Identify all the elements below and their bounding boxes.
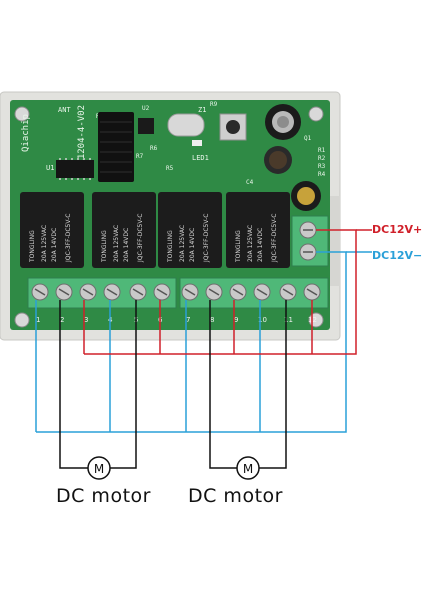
- terminal-screw-11[interactable]: [279, 283, 297, 301]
- terminal-screw-5[interactable]: [129, 283, 147, 301]
- terminal-number: 10: [258, 316, 267, 324]
- dc12v-positive-label: DC12V+: [372, 223, 422, 236]
- ic-chip: [56, 158, 94, 180]
- terminal-number: 8: [210, 316, 214, 324]
- motor-1: M DC motor: [56, 456, 151, 507]
- motor-symbol-circle: [87, 456, 111, 480]
- misc-label: R9: [210, 101, 218, 108]
- misc-label: R5: [166, 165, 174, 172]
- terminal-screw-9[interactable]: [229, 283, 247, 301]
- motor-2-wire-a: [209, 300, 237, 469]
- terminal-screw-6[interactable]: [153, 283, 171, 301]
- capacitor-small: [291, 181, 321, 211]
- terminal-number: 1: [36, 316, 40, 324]
- misc-label: R7: [136, 153, 144, 160]
- relay-model: JQC-3FF-DC5V-C: [137, 214, 144, 263]
- relay-brand: TONGLING: [101, 230, 108, 263]
- terminal-screw-10[interactable]: [253, 283, 271, 301]
- relay-1: TONGLING 20A 125VAC 20A 14VDC JQC-3FF-DC…: [20, 192, 84, 268]
- motor-2-wire-b: [259, 300, 287, 469]
- motor-label: DC motor: [56, 485, 151, 507]
- terminal-screw-3[interactable]: [79, 283, 97, 301]
- terminal-screw-4[interactable]: [103, 283, 121, 301]
- terminal-number: 11: [284, 316, 293, 324]
- relay-rating: 20A 14VDC: [189, 228, 196, 262]
- relay-rating: 20A 125VAC: [41, 225, 48, 262]
- relay-brand: TONGLING: [235, 230, 242, 263]
- led-label: LED1: [192, 154, 209, 162]
- terminal-number: 9: [234, 316, 238, 324]
- relay-rating: 20A 14VDC: [257, 228, 264, 262]
- terminal-screw-8[interactable]: [205, 283, 223, 301]
- ic-label: U1: [46, 164, 54, 172]
- negative-bus-wire: [36, 251, 347, 433]
- relay-model: JQC-3FF-DC5V-C: [271, 214, 278, 263]
- terminal-screw-7[interactable]: [181, 283, 199, 301]
- model-label: KR1204-4-V02: [77, 105, 87, 170]
- inductor: [264, 146, 292, 174]
- misc-label: R2: [318, 155, 326, 162]
- learn-push-button[interactable]: [219, 113, 247, 141]
- power-terminal-positive[interactable]: [299, 221, 317, 239]
- terminal-screw-2[interactable]: [55, 283, 73, 301]
- relay-4: TONGLING 20A 125VAC 20A 14VDC JQC-3FF-DC…: [226, 192, 290, 268]
- misc-label: R4: [318, 171, 326, 178]
- terminal-number: 2: [60, 316, 64, 324]
- motor-symbol: M: [94, 462, 104, 476]
- power-terminal-negative[interactable]: [299, 243, 317, 261]
- relay-brand: TONGLING: [167, 230, 174, 263]
- relay-model: JQC-3FF-DC5V-C: [203, 214, 210, 263]
- relay-group: TONGLING 20A 125VAC 20A 14VDC JQC-3FF-DC…: [20, 192, 290, 268]
- relay-3: TONGLING 20A 125VAC 20A 14VDC JQC-3FF-DC…: [158, 192, 222, 268]
- misc-label: R6: [150, 145, 158, 152]
- motor-1-wire-b: [110, 300, 137, 469]
- ant-label: ANT: [58, 106, 71, 114]
- terminal-number: 3: [84, 316, 88, 324]
- misc-label: C4: [246, 179, 254, 186]
- relay-rating: 20A 125VAC: [113, 225, 120, 262]
- relay-model: JQC-3FF-DC5V-C: [65, 214, 72, 263]
- power-terminal-block: [291, 215, 329, 267]
- dc12v-negative-label: DC12V−: [372, 249, 422, 262]
- misc-label: R3: [318, 163, 326, 170]
- terminal-number: 7: [186, 316, 190, 324]
- relay-rating: 20A 125VAC: [179, 225, 186, 262]
- crystal-label: Z1: [198, 106, 206, 114]
- relay-rating: 20A 125VAC: [247, 225, 254, 262]
- misc-label: R1: [318, 147, 326, 154]
- housing-side-tab: [330, 196, 340, 286]
- motor-symbol: M: [243, 462, 253, 476]
- motor-label: DC motor: [188, 485, 283, 507]
- motor-symbol-circle: [236, 456, 260, 480]
- rf-receiver-module: [98, 112, 154, 182]
- motor-1-wire-a: [59, 300, 88, 469]
- relay-2: TONGLING 20A 125VAC 20A 14VDC JQC-3FF-DC…: [92, 192, 156, 268]
- crystal-oscillator: [167, 113, 205, 137]
- terminal-screw-1[interactable]: [31, 283, 49, 301]
- relay-rating: 20A 14VDC: [51, 228, 58, 262]
- misc-label: U2: [142, 105, 150, 112]
- relay-rating: 20A 14VDC: [123, 228, 130, 262]
- positive-bus-wire: [84, 229, 357, 355]
- terminal-screw-12[interactable]: [303, 283, 321, 301]
- motor-2: M DC motor: [188, 456, 283, 507]
- status-led: [192, 140, 202, 146]
- misc-label: Q1: [304, 135, 312, 142]
- relay-brand: TONGLING: [29, 230, 36, 263]
- brand-label: Qiachip: [21, 114, 31, 152]
- electrolytic-capacitor: [265, 104, 301, 140]
